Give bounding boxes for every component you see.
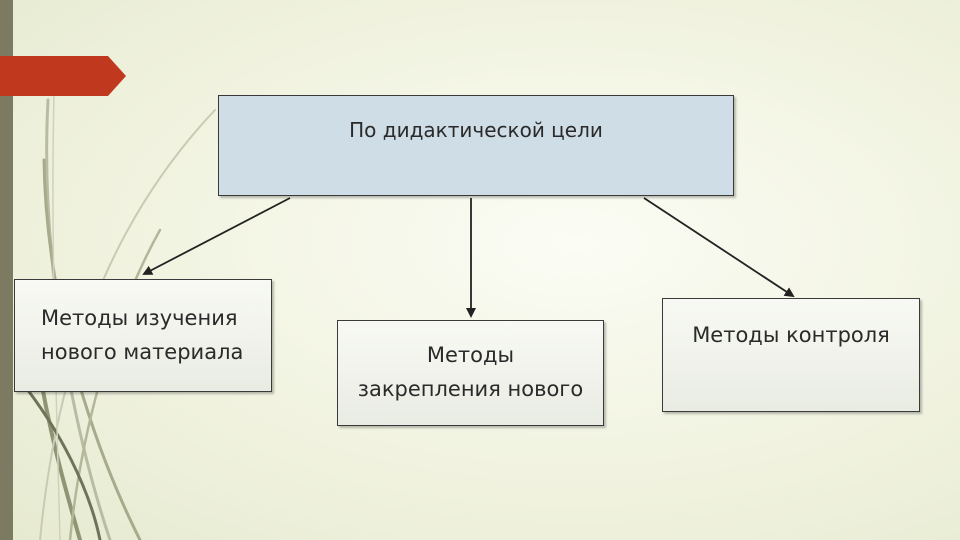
node-control-methods: Методы контроля: [662, 298, 920, 412]
arrow-to-control-methods: [644, 198, 793, 296]
node-learning-methods: Методы изучения нового материала: [14, 279, 272, 392]
node-consolidation-methods-label: Методы закрепления нового: [358, 339, 583, 406]
root-node-didactic-goal: По дидактической цели: [218, 95, 734, 196]
node-learning-methods-label: Методы изучения нового материала: [41, 302, 243, 369]
node-consolidation-methods: Методы закрепления нового: [337, 320, 604, 426]
root-node-label: По дидактической цели: [349, 118, 603, 142]
node-control-methods-label: Методы контроля: [692, 319, 890, 353]
arrow-to-learning-methods: [144, 198, 290, 274]
